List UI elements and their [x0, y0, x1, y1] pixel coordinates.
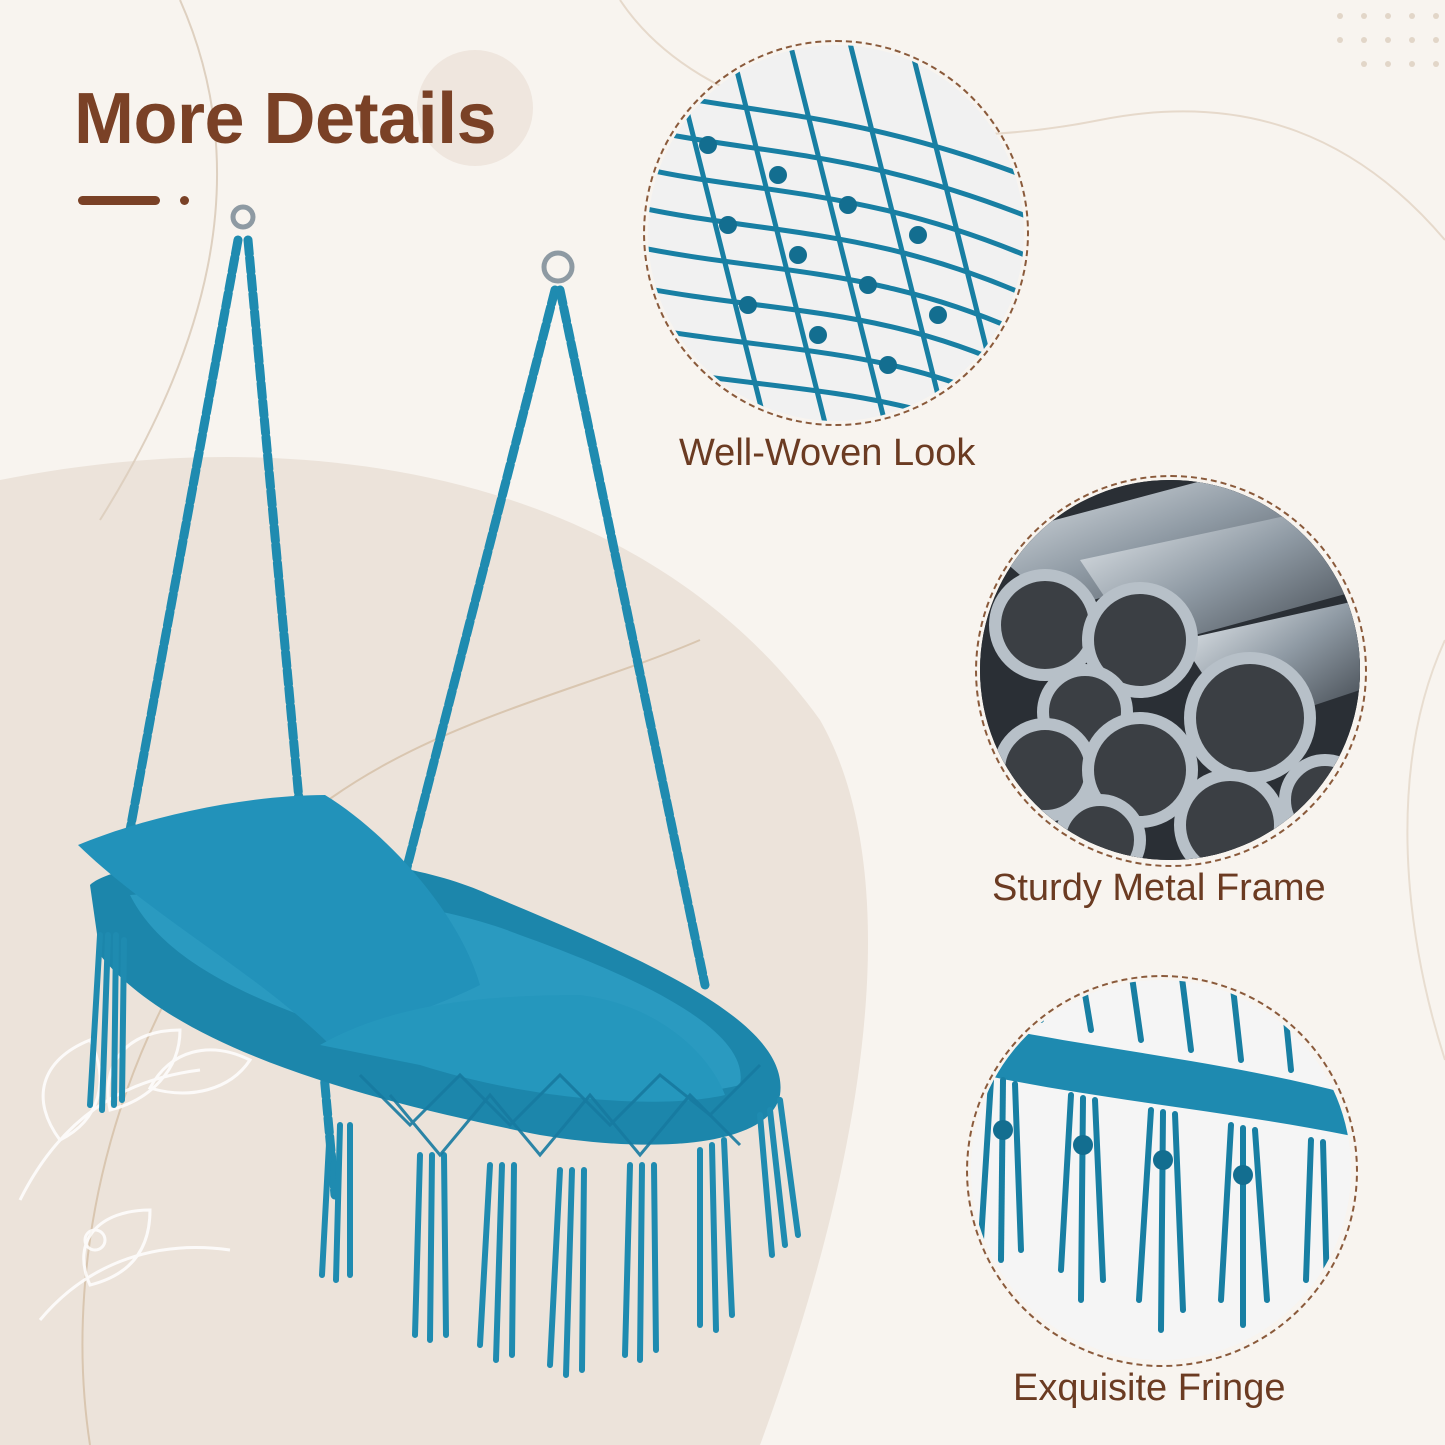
woven-caption: Well-Woven Look	[679, 432, 976, 474]
woven-detail-circle	[648, 45, 1024, 421]
dot-grid-icon	[1337, 13, 1439, 67]
title-underline-dot	[180, 196, 189, 205]
fringe-detail-circle	[971, 980, 1351, 1360]
metal-caption: Sturdy Metal Frame	[992, 867, 1326, 909]
page-title: More Details	[74, 79, 497, 159]
title-underline	[78, 196, 160, 205]
metal-tubes-photo	[980, 480, 1360, 860]
metal-detail-circle	[980, 480, 1360, 860]
fringe-detail-ring	[966, 975, 1358, 1367]
metal-detail-ring	[975, 475, 1367, 867]
fringe-photo	[971, 980, 1351, 1360]
woven-detail-ring	[643, 40, 1029, 426]
woven-rope-photo	[648, 45, 1024, 421]
hammock-chair-photo	[78, 204, 801, 1378]
fringe-caption: Exquisite Fringe	[1013, 1367, 1286, 1409]
